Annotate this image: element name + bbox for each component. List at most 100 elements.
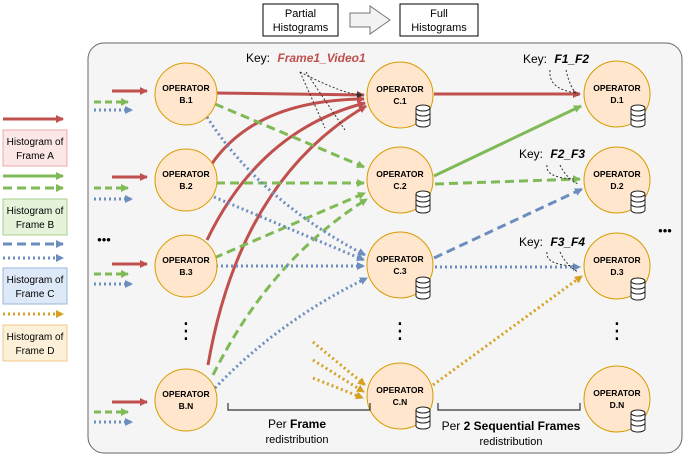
arrow-b2-c1-red: [209, 95, 365, 166]
operator-word: OPERATOR: [376, 385, 423, 395]
database-icon-c1: [415, 104, 431, 128]
key-f3f4-value: F3_F4: [550, 235, 585, 249]
operator-id: B.N: [179, 401, 194, 411]
operator-id: D.N: [610, 400, 625, 410]
arrow-c2-d1-green: [433, 104, 582, 178]
per-frame-redistribution: redistribution: [266, 434, 329, 446]
database-icon-c2: [415, 190, 431, 214]
arrow-d-cn-gold-2: [312, 358, 365, 394]
database-icon-cn: [415, 406, 431, 430]
arrow-cn-d3-gold: [432, 274, 583, 387]
c-column-vdots: ⋮: [389, 318, 411, 343]
arrow-bn-c1-red: [206, 104, 367, 366]
operator-b1: OPERATOR B.1: [154, 62, 218, 126]
per-sequential-prefix: Per: [442, 419, 464, 433]
legend-frame-a-box: [2, 129, 68, 167]
operator-word: OPERATOR: [162, 169, 209, 179]
operator-b2: OPERATOR B.2: [154, 148, 218, 212]
legend-frame-b-line2: Frame B: [16, 220, 55, 231]
operator-word: OPERATOR: [162, 255, 209, 265]
d-column-vdots: ⋮: [606, 318, 628, 343]
operator-id: D.2: [610, 181, 624, 191]
database-icon-d1: [630, 104, 646, 128]
full-histograms-line1: Full: [430, 8, 448, 20]
operator-id: D.3: [610, 267, 624, 277]
b-to-c-arrows: [205, 90, 368, 400]
full-histograms-line2: Histograms: [411, 22, 467, 34]
operator-word: OPERATOR: [593, 83, 640, 93]
right-ellipsis: •••: [658, 223, 672, 238]
key-f2f3-label: Key: F2_F3: [519, 147, 585, 161]
partial-histograms-line2: Histograms: [273, 22, 329, 34]
per-frame-bold: Frame: [290, 417, 326, 431]
key-annotations: Key: Frame1_Video1 Key: F1_F2 Key: F2_F3…: [246, 51, 589, 273]
legend-frame-b-line1: Histogram of: [7, 206, 64, 217]
arrow-b2-c3-blue: [213, 195, 365, 262]
key-prefix: Key:: [519, 235, 543, 249]
legend-frame-d-box: [2, 324, 68, 362]
arrow-b3-c1-red: [205, 100, 366, 241]
database-icon-c3: [415, 276, 431, 300]
legend-frame-d-line2: Frame D: [16, 346, 55, 357]
operator-word: OPERATOR: [162, 389, 209, 399]
legend-frame-c-line2: Frame C: [16, 289, 55, 300]
left-ellipsis: •••: [97, 232, 111, 247]
header-arrow-icon: [349, 5, 391, 35]
operator-word: OPERATOR: [376, 254, 423, 264]
per-sequential-brace: [437, 403, 581, 411]
arrow-d-cn-gold-1: [312, 340, 366, 387]
operator-bn: OPERATOR B.N: [154, 368, 218, 432]
legend-frame-c-box: [2, 267, 68, 305]
operator-id: B.1: [179, 95, 193, 105]
key-prefix: Key:: [246, 51, 270, 65]
key-frame-video-value: Frame1_Video1: [277, 51, 366, 65]
key-frame-video-label: Key: Frame1_Video1: [246, 51, 366, 65]
operator-id: B.3: [179, 267, 193, 277]
arrow-bn-c2-green: [211, 197, 368, 376]
legend-frame-c-line1: Histogram of: [7, 275, 64, 286]
legend-frame-a-line2: Frame A: [16, 151, 54, 162]
key-prefix: Key:: [523, 52, 547, 66]
operator-id: C.N: [393, 397, 408, 407]
operator-word: OPERATOR: [593, 388, 640, 398]
key-f1f2-value: F1_F2: [554, 52, 589, 66]
b-column-vdots: ⋮: [175, 318, 197, 343]
arrow-c2-d2-green: [434, 175, 581, 186]
database-icon-d3: [630, 277, 646, 301]
operator-id: C.2: [393, 181, 407, 191]
per-frame-prefix: Per: [268, 417, 290, 431]
operator-b3: OPERATOR B.3: [154, 234, 218, 298]
database-icon-dn: [630, 409, 646, 433]
database-icon-d2: [630, 190, 646, 214]
per-frame-brace: [227, 403, 371, 411]
operator-id: C.1: [393, 96, 407, 106]
b-input-arrows: [94, 87, 148, 426]
operator-word: OPERATOR: [593, 255, 640, 265]
arrow-b1-c3-blue: [205, 116, 366, 257]
key-f3f4-label: Key: F3_F4: [519, 235, 585, 249]
per-sequential-redistribution: redistribution: [480, 436, 543, 448]
arrow-b1-c1-red: [214, 90, 365, 99]
legend: Histogram of Frame A Histogram of Frame …: [2, 115, 68, 362]
operator-word: OPERATOR: [593, 169, 640, 179]
c-to-d-arrows: [432, 90, 583, 387]
arrow-d-cn-gold-3: [312, 376, 364, 400]
arrow-bn-c3-blue: [213, 276, 368, 390]
legend-frame-b-box: [2, 198, 68, 236]
per-sequential-bold: 2 Sequential Frames: [464, 419, 581, 433]
per-sequential-label: Per 2 Sequential Frames: [442, 419, 581, 433]
per-frame-label: Per Frame: [268, 417, 326, 431]
key-f2f3-value: F2_F3: [550, 147, 585, 161]
partial-histograms-box: [262, 3, 339, 37]
operator-id: B.2: [179, 181, 193, 191]
partial-histograms-line1: Partial: [285, 8, 316, 20]
operator-word: OPERATOR: [376, 169, 423, 179]
operator-id: C.3: [393, 266, 407, 276]
operator-word: OPERATOR: [162, 83, 209, 93]
legend-frame-a-line1: Histogram of: [7, 137, 64, 148]
full-histograms-box: [399, 3, 479, 37]
operator-id: D.1: [610, 95, 624, 105]
arrow-b1-c2-green: [214, 102, 365, 169]
operator-word: OPERATOR: [376, 84, 423, 94]
